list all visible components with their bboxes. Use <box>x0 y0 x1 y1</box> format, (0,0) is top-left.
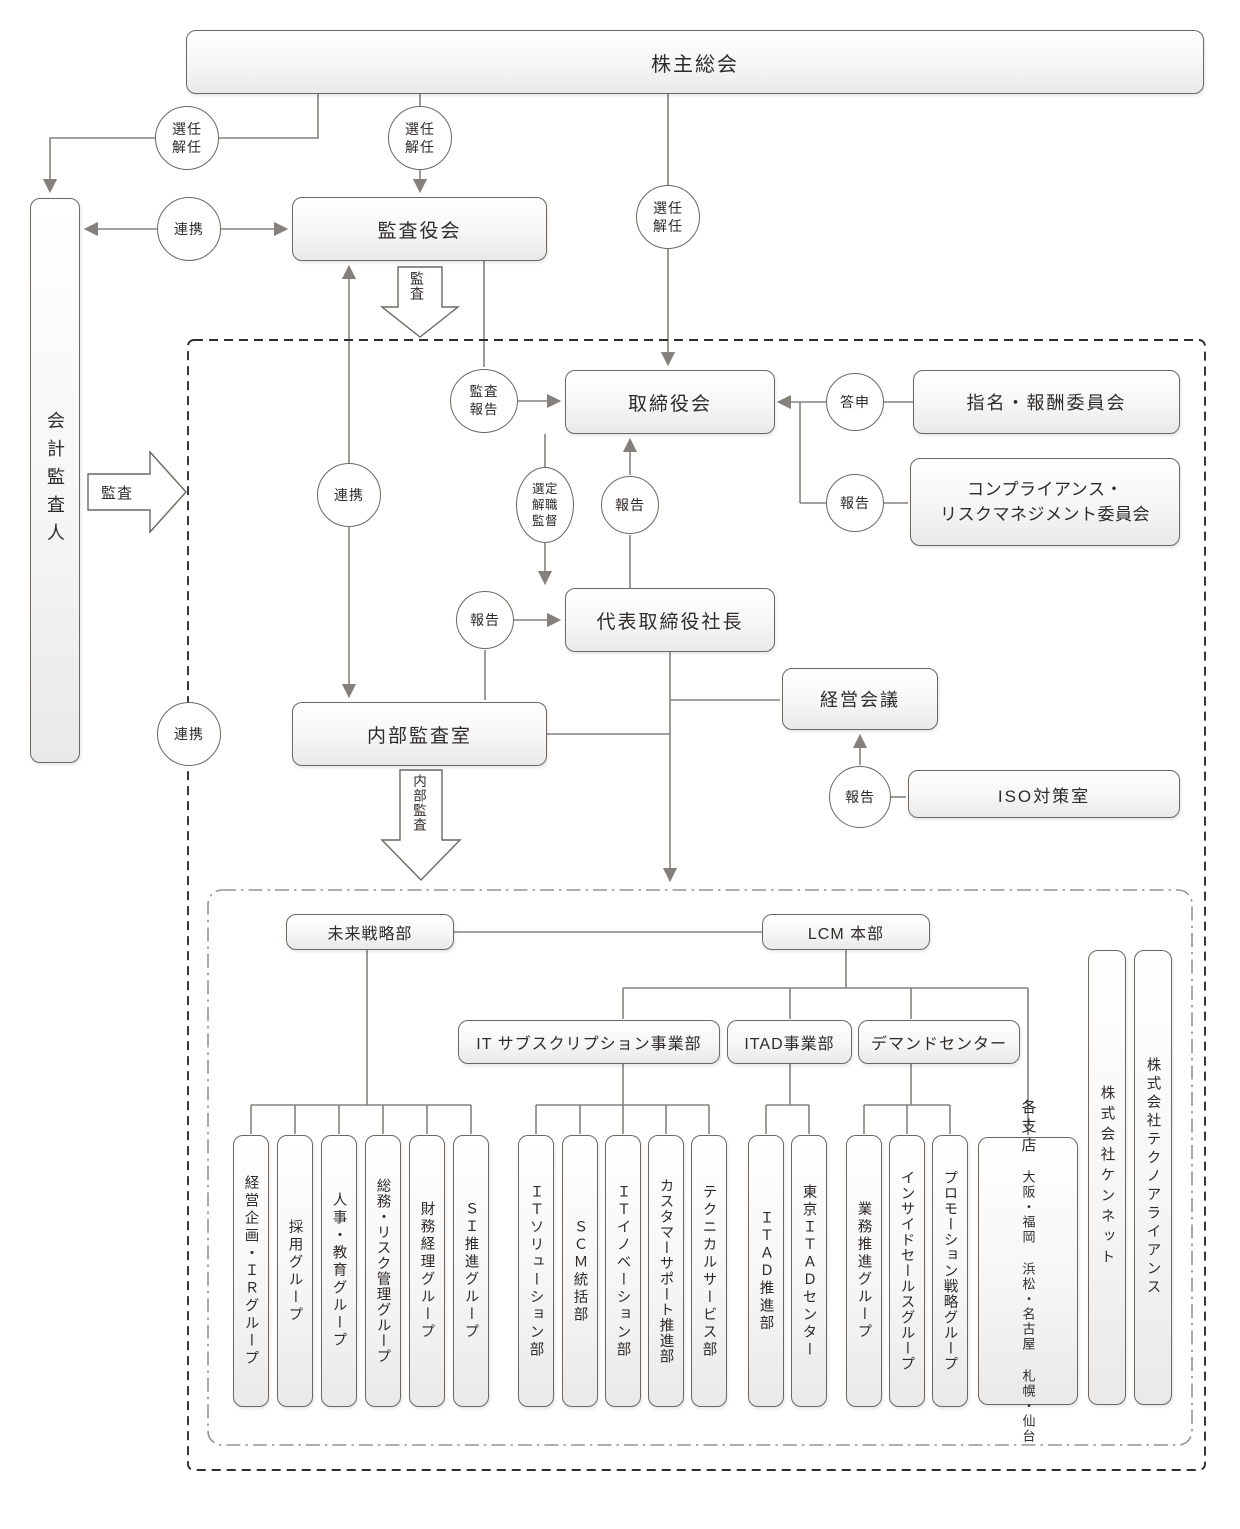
outer-dashed-border <box>187 339 1206 1471</box>
accounting-auditor-box: 会計監査人 <box>30 198 80 763</box>
dept-box-itad-suishin: ＩＴＡＤ推進部 <box>748 1135 784 1407</box>
management-meeting-box: 経営会議 <box>782 668 938 730</box>
shareholders-meeting-box: 株主総会 <box>186 30 1204 94</box>
it-subscription-div-box: IT サブスクリプション事業部 <box>458 1020 720 1064</box>
dept-box-technical-service: テクニカルサービス部 <box>691 1135 727 1407</box>
report-circle-iso: 報告 <box>829 766 891 828</box>
audit-right-block-arrow <box>87 450 187 534</box>
nomination-compensation-committee-box: 指名・報酬委員会 <box>913 370 1180 434</box>
president-box: 代表取締役社長 <box>565 588 775 652</box>
report-circle-compliance: 報告 <box>826 474 884 532</box>
inner-dashdot-border <box>207 889 1193 1446</box>
dept-box-jinji-kyoiku: 人事・教育グループ <box>321 1135 357 1407</box>
audit-report-circle: 監査 報告 <box>450 369 518 433</box>
audit-right-arrow-label: 監査 <box>101 485 134 502</box>
branches-locations: 大阪・福岡 浜松・名古屋 札幌・仙台 <box>1019 1170 1038 1444</box>
branches-title: 各支店 <box>1019 1098 1037 1156</box>
appoint-dismiss-circle-auditor: 選任 解任 <box>155 106 219 170</box>
appoint-dismiss-circle-board: 選任 解任 <box>636 185 700 249</box>
report-circle-president: 報告 <box>601 476 659 534</box>
audit-down-block-arrow <box>379 266 461 338</box>
lcm-hq-box: LCM 本部 <box>762 914 930 950</box>
dept-box-tokyo-itad-center: 東京ＩＴＡＤセンター <box>791 1135 827 1407</box>
branch-location: 大阪・福岡 <box>1020 1169 1036 1245</box>
audit-down-arrow-label: 監査 <box>409 271 425 301</box>
internal-audit-block-arrow <box>380 769 462 882</box>
compliance-risk-committee-box: コンプライアンス・ リスクマネジメント委員会 <box>910 458 1180 546</box>
iso-office-box: ISO対策室 <box>908 770 1180 818</box>
dept-box-zaimu-keiri: 財務経理グループ <box>409 1135 445 1407</box>
dept-box-saiyo: 採用グループ <box>277 1135 313 1407</box>
report-circle-internal-audit: 報告 <box>456 591 514 649</box>
dept-box-scm: ＳＣＭ統括部 <box>562 1135 598 1407</box>
cooperation-circle-middle: 連携 <box>317 463 381 527</box>
dept-box-customer-support: カスタマーサポート推進部 <box>648 1135 684 1407</box>
subsidiary-box-kennet: 株式会社ケンネット <box>1088 950 1126 1405</box>
dept-box-inside-sales: インサイドセールスグループ <box>889 1135 925 1407</box>
branch-location: 浜松・名古屋 <box>1020 1261 1036 1352</box>
dept-box-promotion-strategy: プロモーション戦略グループ <box>932 1135 968 1407</box>
consultation-circle: 答申 <box>826 373 884 431</box>
subsidiary-box-technoalliance: 株式会社テクノアライアンス <box>1134 950 1172 1405</box>
dept-box-si-suishin: ＳＩ推進グループ <box>453 1135 489 1407</box>
branch-location: 札幌・仙台 <box>1020 1368 1036 1444</box>
branches-box: 各支店 大阪・福岡 浜松・名古屋 札幌・仙台 <box>978 1099 1078 1444</box>
cooperation-circle-bottom: 連携 <box>157 702 221 766</box>
itad-div-box: ITAD事業部 <box>727 1020 852 1064</box>
dept-box-it-solution: ＩＴソリューション部 <box>518 1135 554 1407</box>
dept-box-gyomu-suishin: 業務推進グループ <box>846 1135 882 1407</box>
select-dismiss-supervise-circle: 選定 解職 監督 <box>516 467 574 543</box>
audit-board-box: 監査役会 <box>292 197 547 261</box>
future-strategy-dept-box: 未来戦略部 <box>286 914 454 950</box>
dept-box-keiei-kikaku-ir: 経営企画・ＩＲグループ <box>233 1135 269 1407</box>
cooperation-circle-top: 連携 <box>157 197 221 261</box>
dept-box-somu-risk: 総務・リスク管理グループ <box>365 1135 401 1407</box>
demand-center-box: デマンドセンター <box>858 1020 1020 1064</box>
internal-audit-office-box: 内部監査室 <box>292 702 547 766</box>
appoint-dismiss-circle-auditboard: 選任 解任 <box>388 106 452 170</box>
board-of-directors-box: 取締役会 <box>565 370 775 434</box>
dept-box-it-innovation: ＩＴイノベーション部 <box>605 1135 641 1407</box>
internal-audit-arrow-label: 内部監査 <box>411 774 426 832</box>
